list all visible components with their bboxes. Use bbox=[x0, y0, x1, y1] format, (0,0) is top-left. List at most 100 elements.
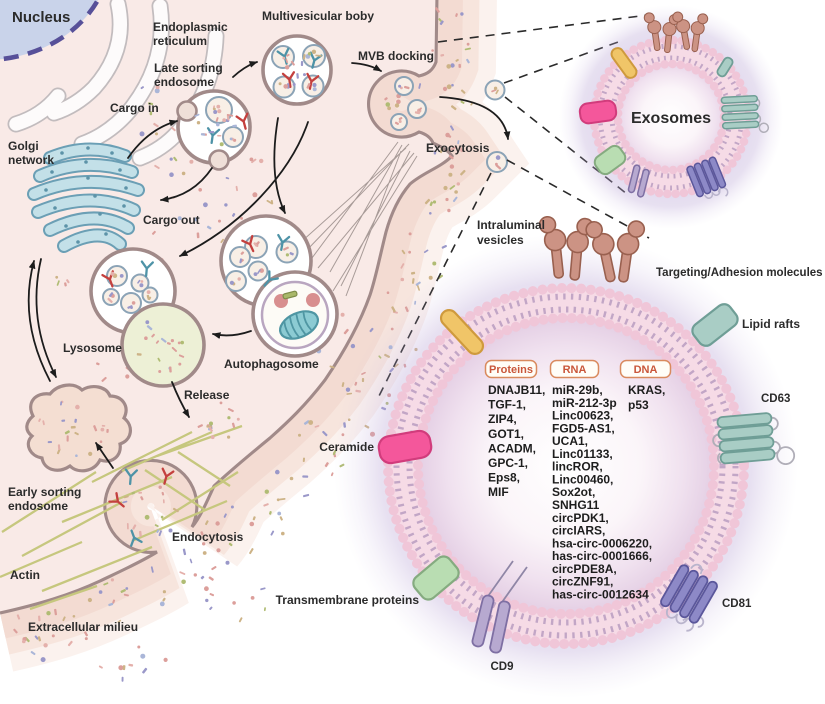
speck bbox=[208, 130, 215, 134]
lipid-tails-inner bbox=[406, 306, 726, 626]
exocytosis-label: Exocytosis bbox=[426, 141, 490, 155]
mitochondrion bbox=[278, 310, 320, 340]
speck bbox=[296, 73, 299, 79]
receptor-icon bbox=[140, 260, 154, 278]
speck bbox=[292, 83, 296, 86]
speck bbox=[235, 185, 238, 192]
golgi-dot bbox=[98, 212, 102, 216]
vesicle bbox=[141, 286, 159, 304]
golgi-dot bbox=[86, 146, 90, 150]
speck bbox=[42, 420, 45, 426]
lysosome-label: Lysosome bbox=[63, 341, 122, 355]
adhesion-molecule-pin bbox=[616, 220, 646, 283]
speck bbox=[401, 249, 406, 255]
speck bbox=[30, 651, 36, 656]
ceramide-label: Ceramide bbox=[319, 440, 374, 454]
speck bbox=[215, 117, 219, 122]
speck bbox=[56, 448, 61, 455]
speck bbox=[252, 192, 258, 198]
speck bbox=[169, 157, 173, 161]
speck bbox=[193, 573, 197, 577]
speck bbox=[51, 634, 55, 638]
speck bbox=[122, 665, 126, 671]
speck bbox=[236, 417, 240, 421]
speck bbox=[252, 516, 256, 521]
speck bbox=[126, 523, 129, 530]
speck bbox=[72, 615, 76, 618]
mvb-docking-label: MVB docking bbox=[358, 49, 434, 63]
receptor-icon bbox=[124, 468, 138, 486]
cd9-label: CD9 bbox=[490, 661, 513, 673]
speck bbox=[495, 164, 502, 170]
speck bbox=[168, 528, 173, 533]
speck bbox=[459, 146, 463, 153]
speck bbox=[205, 520, 209, 526]
speck bbox=[408, 232, 412, 236]
speck bbox=[200, 575, 205, 580]
golgi-label: Golgi bbox=[8, 139, 39, 153]
rna-chip bbox=[549, 359, 600, 379]
late-endosome-label: Late sorting bbox=[154, 61, 223, 75]
speck bbox=[146, 290, 151, 294]
speck bbox=[394, 103, 400, 108]
speck bbox=[198, 188, 202, 192]
speck bbox=[137, 279, 141, 284]
speck bbox=[158, 370, 162, 373]
speck bbox=[38, 418, 41, 422]
speck bbox=[282, 56, 286, 60]
speck bbox=[162, 590, 166, 594]
arrow-cargo-out bbox=[160, 167, 213, 203]
speck bbox=[330, 472, 334, 477]
vesicle bbox=[229, 246, 251, 268]
speck bbox=[163, 657, 168, 663]
speck bbox=[196, 121, 201, 125]
speck bbox=[196, 232, 200, 239]
speck bbox=[435, 7, 440, 13]
ceramide-yellow-protein bbox=[439, 309, 485, 355]
speck bbox=[264, 489, 269, 494]
mvb-label: Multivesicular boby bbox=[262, 9, 374, 23]
speck bbox=[122, 500, 128, 504]
vesicle bbox=[394, 76, 414, 96]
speck bbox=[101, 376, 107, 382]
speck bbox=[306, 83, 311, 89]
speck bbox=[125, 587, 129, 590]
cd63-protein-small bbox=[720, 94, 770, 134]
exosome-lumen bbox=[613, 59, 729, 175]
speck bbox=[451, 83, 454, 87]
arrow-endosome-to-mvb bbox=[232, 61, 258, 78]
golgi-dot bbox=[104, 232, 108, 236]
speck bbox=[224, 203, 228, 207]
speck bbox=[108, 292, 114, 298]
lipid-heads-inner bbox=[413, 313, 719, 619]
cd63-label: CD63 bbox=[761, 393, 790, 405]
arrow-mvb-to-autophagosome bbox=[273, 117, 286, 214]
cargo-out-label: Cargo out bbox=[143, 213, 200, 227]
speck bbox=[189, 558, 193, 564]
speck bbox=[285, 65, 290, 70]
speck bbox=[466, 58, 470, 64]
speck bbox=[209, 593, 215, 597]
speck bbox=[227, 416, 231, 420]
speck bbox=[446, 64, 452, 69]
actin-label: Actin bbox=[10, 568, 40, 582]
speck bbox=[179, 571, 186, 575]
speck bbox=[400, 277, 405, 282]
speck bbox=[173, 156, 178, 162]
lipid-raft-small bbox=[716, 56, 734, 78]
speck bbox=[257, 269, 261, 274]
speck bbox=[240, 251, 245, 255]
lysosome-degradative-lobe bbox=[120, 302, 206, 388]
speck bbox=[128, 663, 134, 667]
speck bbox=[70, 425, 76, 429]
speck bbox=[64, 430, 70, 435]
er-label: Endoplasmic bbox=[153, 20, 228, 34]
plasma-membrane bbox=[0, 0, 454, 615]
speck bbox=[223, 513, 227, 518]
speck bbox=[149, 111, 153, 116]
speck bbox=[269, 511, 272, 515]
speck bbox=[100, 427, 105, 432]
speck bbox=[403, 85, 410, 90]
speck bbox=[286, 53, 290, 57]
